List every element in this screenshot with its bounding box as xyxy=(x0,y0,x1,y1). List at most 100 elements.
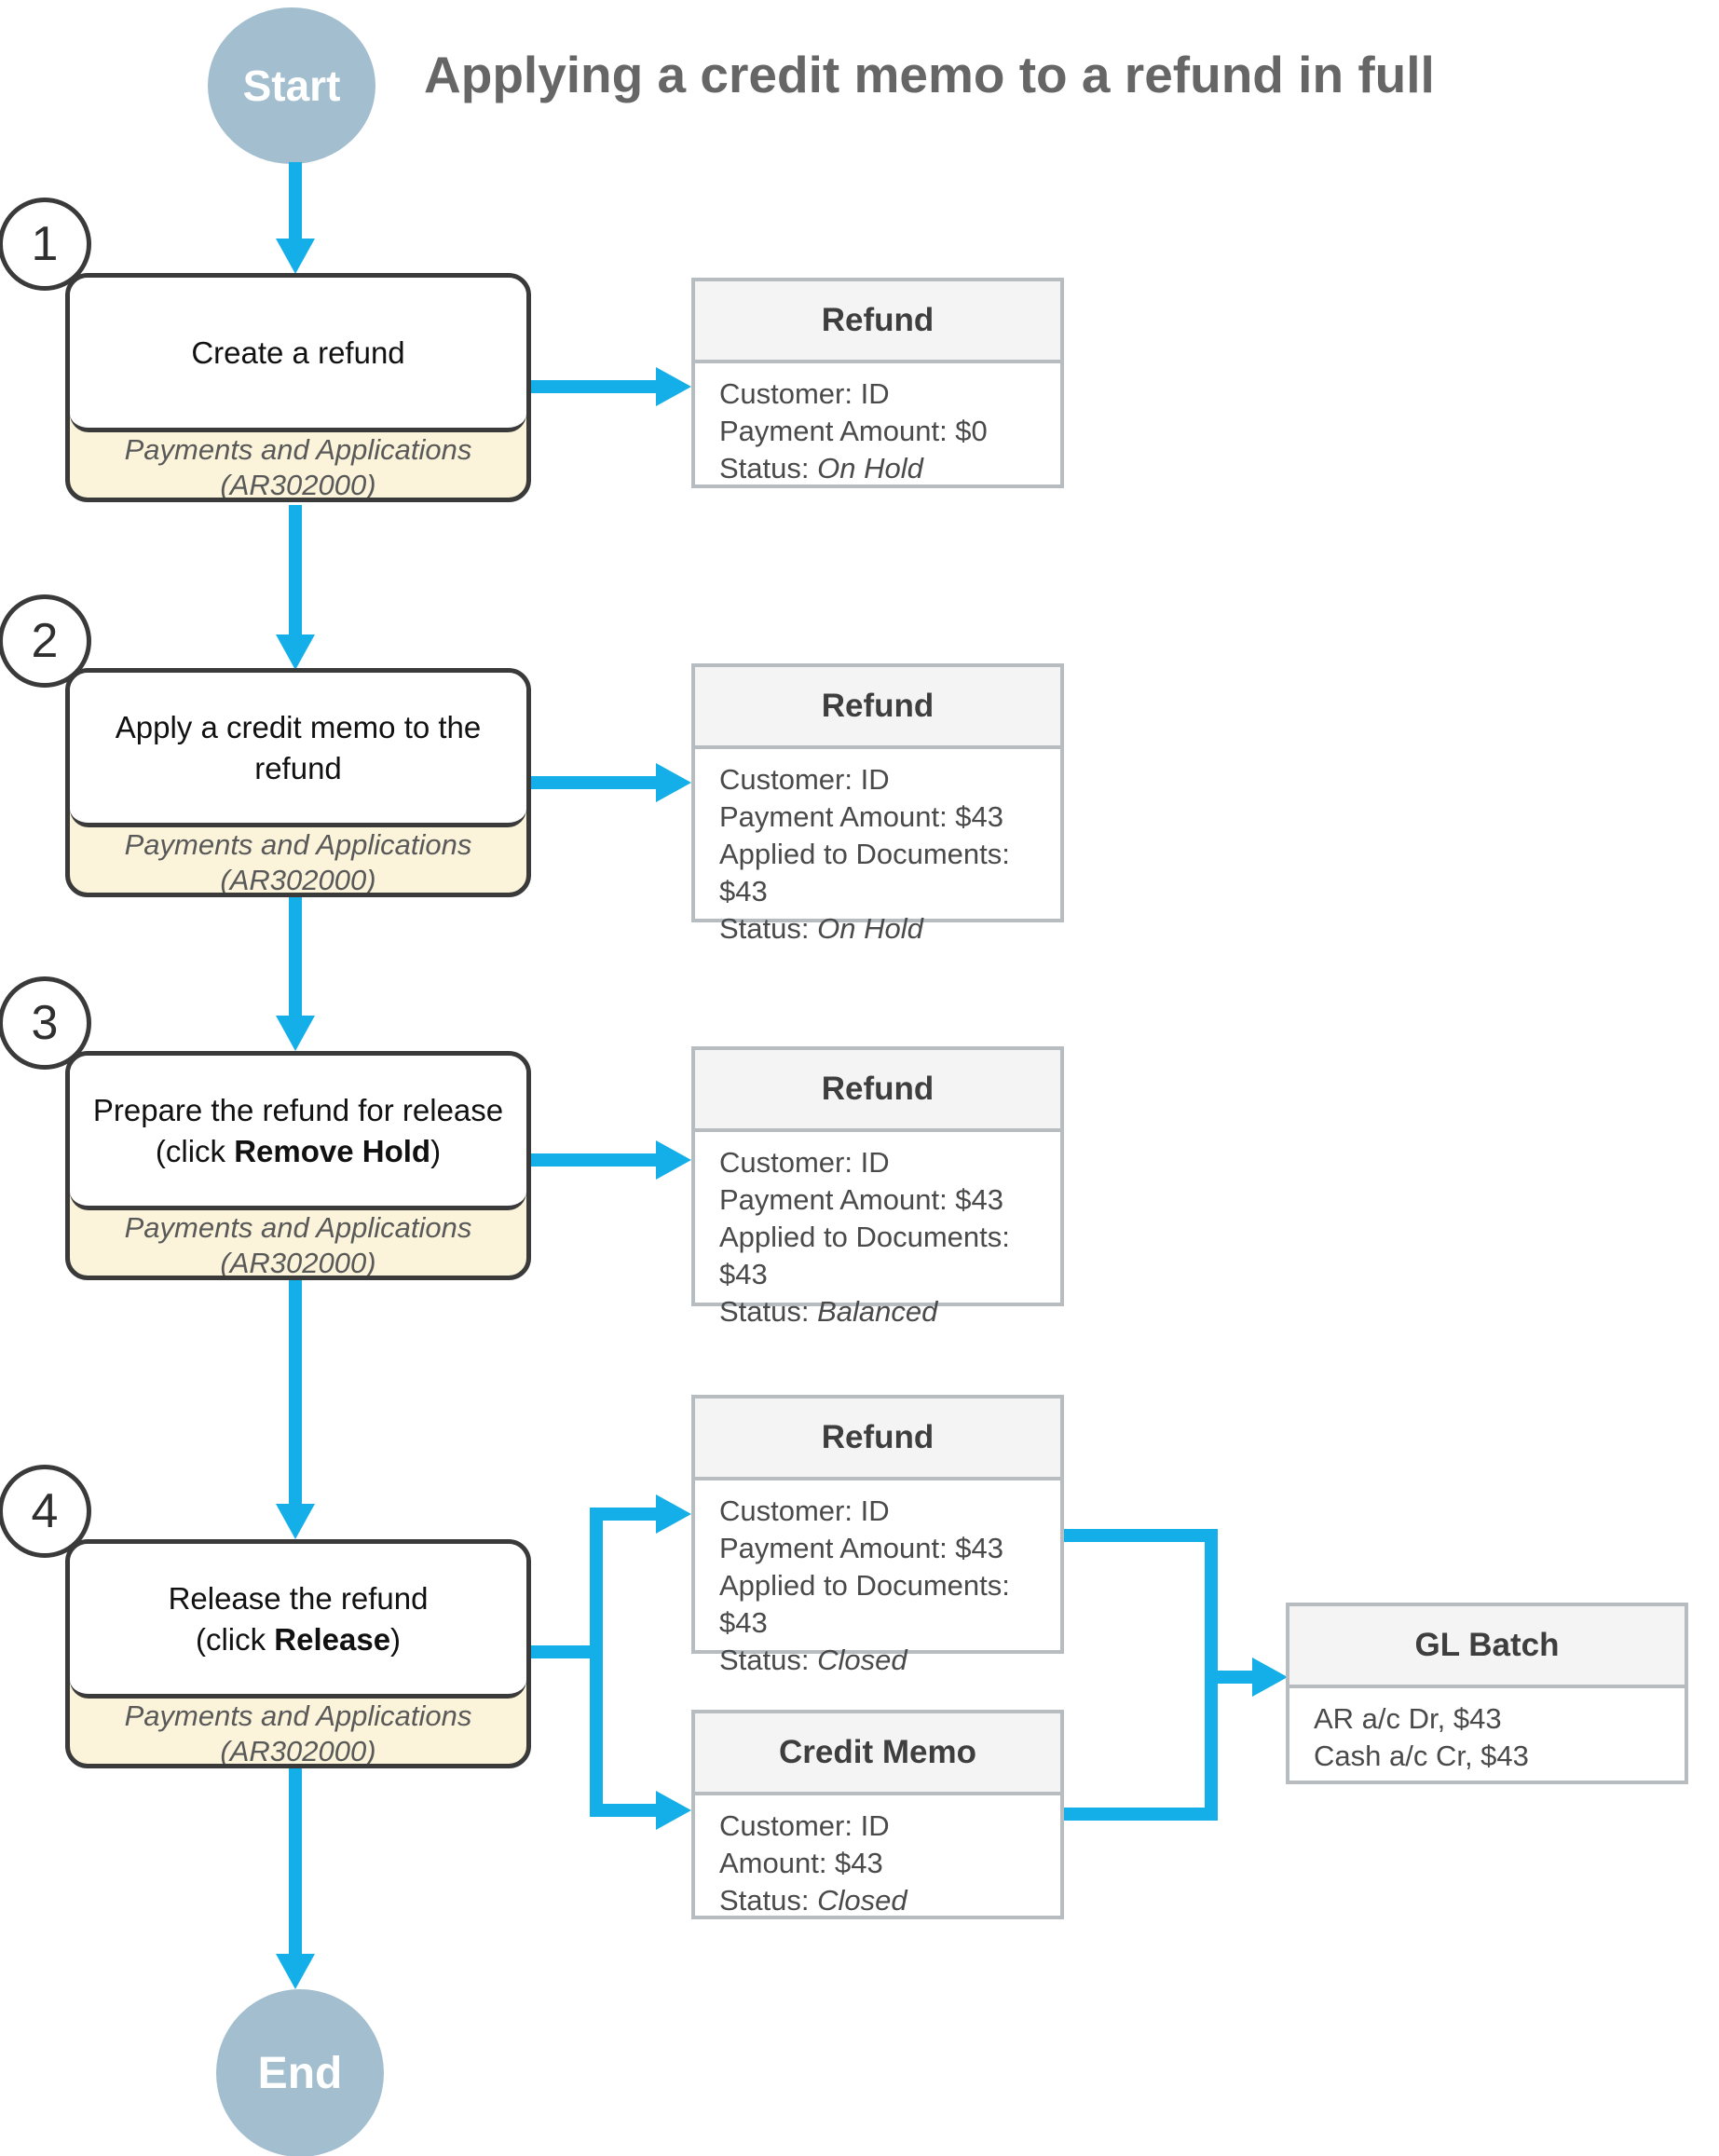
arrow-step4-to-end-shaft xyxy=(289,1767,302,1954)
end-label: End xyxy=(257,2048,343,2098)
refund-box-step1: Refund Customer: ID Payment Amount: $0 Sta… xyxy=(691,278,1064,488)
arrow-step4-to-end-head xyxy=(276,1954,315,1989)
screen-code: (AR302000) xyxy=(220,468,376,501)
connector-refund-to-gl xyxy=(1064,1529,1218,1542)
arrow-step1-to-refund-head xyxy=(656,367,691,406)
info-line: AR a/c Dr, $43 xyxy=(1314,1702,1502,1735)
step-number-2-label: 2 xyxy=(31,614,59,668)
arrow-step2-to-step3-shaft xyxy=(289,896,302,1016)
step-number-3-label: 3 xyxy=(31,996,59,1050)
connector-step4-branch-vertical xyxy=(590,1508,603,1817)
info-line: Status: Closed xyxy=(719,1884,907,1917)
arrow-step4-to-refund-head xyxy=(656,1494,691,1534)
step-1-label: Create a refund xyxy=(70,278,526,432)
credit-memo-box-title: Credit Memo xyxy=(695,1713,1060,1795)
step-4-line2: (click Release) xyxy=(195,1621,402,1657)
screen-name: Payments and Applications xyxy=(124,432,472,466)
refund-box-step2-title: Refund xyxy=(695,667,1060,749)
step-number-3: 3 xyxy=(0,976,91,1070)
step-2-screen: Payments and Applications (AR302000) xyxy=(70,827,526,896)
step-4-screen: Payments and Applications (AR302000) xyxy=(70,1699,526,1767)
start-label: Start xyxy=(242,61,341,110)
refund-box-step1-body: Customer: ID Payment Amount: $0 Status: On… xyxy=(695,363,1060,487)
info-line: Customer: ID xyxy=(719,763,890,796)
info-line: Payment Amount: $43 xyxy=(719,800,1004,833)
info-line: Applied to Documents: $43 xyxy=(719,1221,1010,1290)
step-2-line1: Apply a credit memo to the xyxy=(115,709,482,744)
step-2-label: Apply a credit memo to the refund xyxy=(70,673,526,827)
arrow-step4-to-creditmemo-shaft xyxy=(590,1804,656,1817)
refund-box-step4-title: Refund xyxy=(695,1399,1060,1481)
end-node: End xyxy=(216,1989,384,2156)
arrow-step2-to-step3-head xyxy=(276,1016,315,1051)
step-3-screen: Payments and Applications (AR302000) xyxy=(70,1210,526,1279)
info-line: Customer: ID xyxy=(719,1809,890,1842)
connector-step4-trunk xyxy=(531,1645,603,1658)
step-3-node: Prepare the refund for release (click Re… xyxy=(65,1051,531,1280)
screen-code: (AR302000) xyxy=(220,1246,376,1279)
arrow-step4-to-creditmemo-head xyxy=(656,1791,691,1830)
step-1-node: Create a refund Payments and Application… xyxy=(65,273,531,502)
info-line: Customer: ID xyxy=(719,377,890,410)
step-3-label: Prepare the refund for release (click Re… xyxy=(70,1056,526,1210)
step-4-label: Release the refund (click Release) xyxy=(70,1544,526,1699)
info-line: Status: Balanced xyxy=(719,1295,938,1328)
step-2-line2: refund xyxy=(254,750,342,785)
screen-code: (AR302000) xyxy=(220,1734,376,1767)
connector-creditmemo-to-gl xyxy=(1064,1808,1218,1821)
arrow-start-to-step1-head xyxy=(276,239,315,274)
info-line: Payment Amount: $43 xyxy=(719,1532,1004,1564)
arrow-to-glbatch-head xyxy=(1252,1658,1288,1697)
arrow-start-to-step1-shaft xyxy=(289,162,302,239)
refund-box-step1-title: Refund xyxy=(695,281,1060,363)
info-line: Customer: ID xyxy=(719,1146,890,1179)
step-1-line1: Create a refund xyxy=(191,334,405,370)
refund-box-step3-title: Refund xyxy=(695,1050,1060,1132)
arrow-step1-to-step2-head xyxy=(276,635,315,670)
arrow-step2-to-refund-shaft xyxy=(531,776,656,789)
screen-name: Payments and Applications xyxy=(124,1210,472,1244)
arrow-step1-to-refund-shaft xyxy=(531,380,656,393)
arrow-step3-to-step4-shaft xyxy=(289,1279,302,1504)
info-line: Amount: $43 xyxy=(719,1847,883,1879)
screen-code: (AR302000) xyxy=(220,863,376,896)
arrow-step3-to-refund-head xyxy=(656,1140,691,1180)
info-line: Payment Amount: $0 xyxy=(719,415,988,447)
arrow-step1-to-step2-shaft xyxy=(289,505,302,635)
screen-name: Payments and Applications xyxy=(124,1699,472,1732)
start-node: Start xyxy=(208,7,375,164)
arrow-to-glbatch-shaft xyxy=(1205,1671,1252,1684)
gl-batch-box-title: GL Batch xyxy=(1289,1606,1685,1688)
info-line: Status: On Hold xyxy=(719,452,923,484)
step-number-1-label: 1 xyxy=(31,217,59,271)
step-1-screen: Payments and Applications (AR302000) xyxy=(70,432,526,501)
arrow-step4-to-refund-shaft xyxy=(590,1508,656,1521)
step-4-node: Release the refund (click Release) Payme… xyxy=(65,1539,531,1768)
arrow-step3-to-step4-head xyxy=(276,1504,315,1539)
info-line: Applied to Documents: $43 xyxy=(719,1569,1010,1639)
arrow-step2-to-refund-head xyxy=(656,763,691,802)
info-line: Customer: ID xyxy=(719,1494,890,1527)
step-3-line2: (click Remove Hold) xyxy=(155,1133,442,1168)
arrow-step3-to-refund-shaft xyxy=(531,1153,656,1167)
step-4-line1: Release the refund xyxy=(168,1580,429,1616)
step-number-4-label: 4 xyxy=(31,1484,59,1538)
info-line: Applied to Documents: $43 xyxy=(719,838,1010,907)
step-3-line1: Prepare the refund for release xyxy=(92,1092,504,1127)
info-line: Cash a/c Cr, $43 xyxy=(1314,1740,1529,1772)
step-2-node: Apply a credit memo to the refund Paymen… xyxy=(65,668,531,897)
screen-name: Payments and Applications xyxy=(124,827,472,861)
page-title: Applying a credit memo to a refund in fu… xyxy=(424,46,1435,103)
info-line: Payment Amount: $43 xyxy=(719,1183,1004,1216)
